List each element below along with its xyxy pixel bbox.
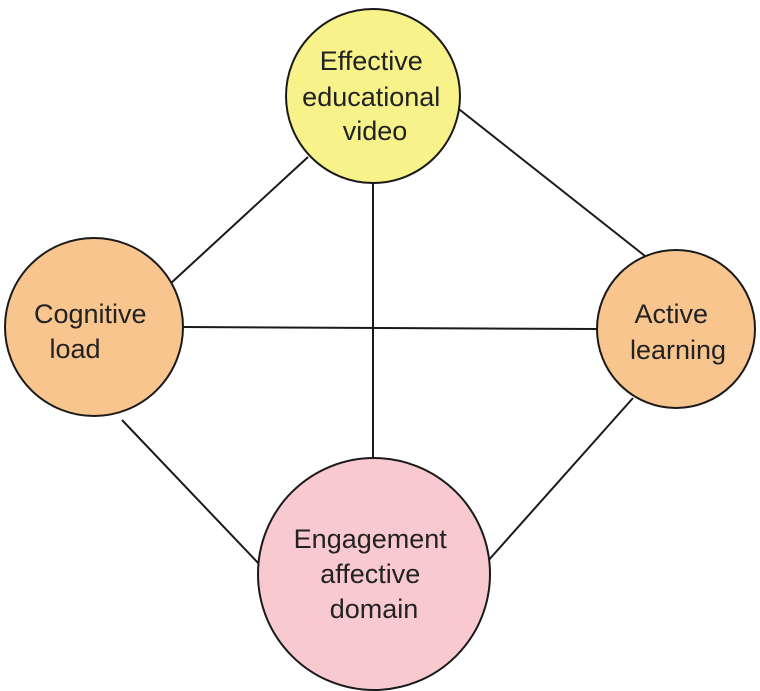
- node-active-learning-line-1: Active: [634, 299, 708, 329]
- node-effective-video-circle: [285, 8, 461, 184]
- edge-video-cognitive: [169, 156, 309, 285]
- edge-cognitive-active: [182, 326, 599, 330]
- node-engagement-line-1: Engagement: [294, 524, 448, 554]
- node-active-learning-line-2: learning: [630, 335, 726, 365]
- node-effective-video-line-1: Effective: [320, 46, 423, 76]
- node-effective-video: Effective educational video: [285, 8, 461, 184]
- node-cognitive-load: Cognitive load: [4, 237, 184, 417]
- node-active-learning: Active learning: [596, 249, 756, 409]
- node-engagement: Engagement affective domain: [257, 457, 491, 691]
- node-cognitive-load-line-1: Cognitive: [34, 299, 147, 329]
- edges: [121, 105, 646, 567]
- edge-active-engagement: [486, 397, 634, 563]
- node-cognitive-load-line-2: load: [49, 334, 100, 364]
- node-effective-video-line-2: educational: [302, 82, 440, 112]
- edge-cognitive-engagement: [121, 419, 262, 567]
- svg-text:Cognitive load: Cognitive load: [34, 299, 154, 364]
- node-engagement-line-2: affective: [320, 559, 420, 589]
- node-engagement-circle: [257, 457, 491, 691]
- svg-text:Active learning: Active learning: [630, 299, 726, 365]
- svg-text:Engagement affective: Engagement affective domain: [294, 524, 455, 624]
- svg-text:Effective educational: Effective educational video: [302, 46, 448, 146]
- node-engagement-line-3: domain: [330, 594, 419, 624]
- edge-video-active: [454, 105, 646, 257]
- node-active-learning-circle: [596, 249, 756, 409]
- node-effective-video-line-3: video: [343, 116, 408, 146]
- node-cognitive-load-circle: [4, 237, 184, 417]
